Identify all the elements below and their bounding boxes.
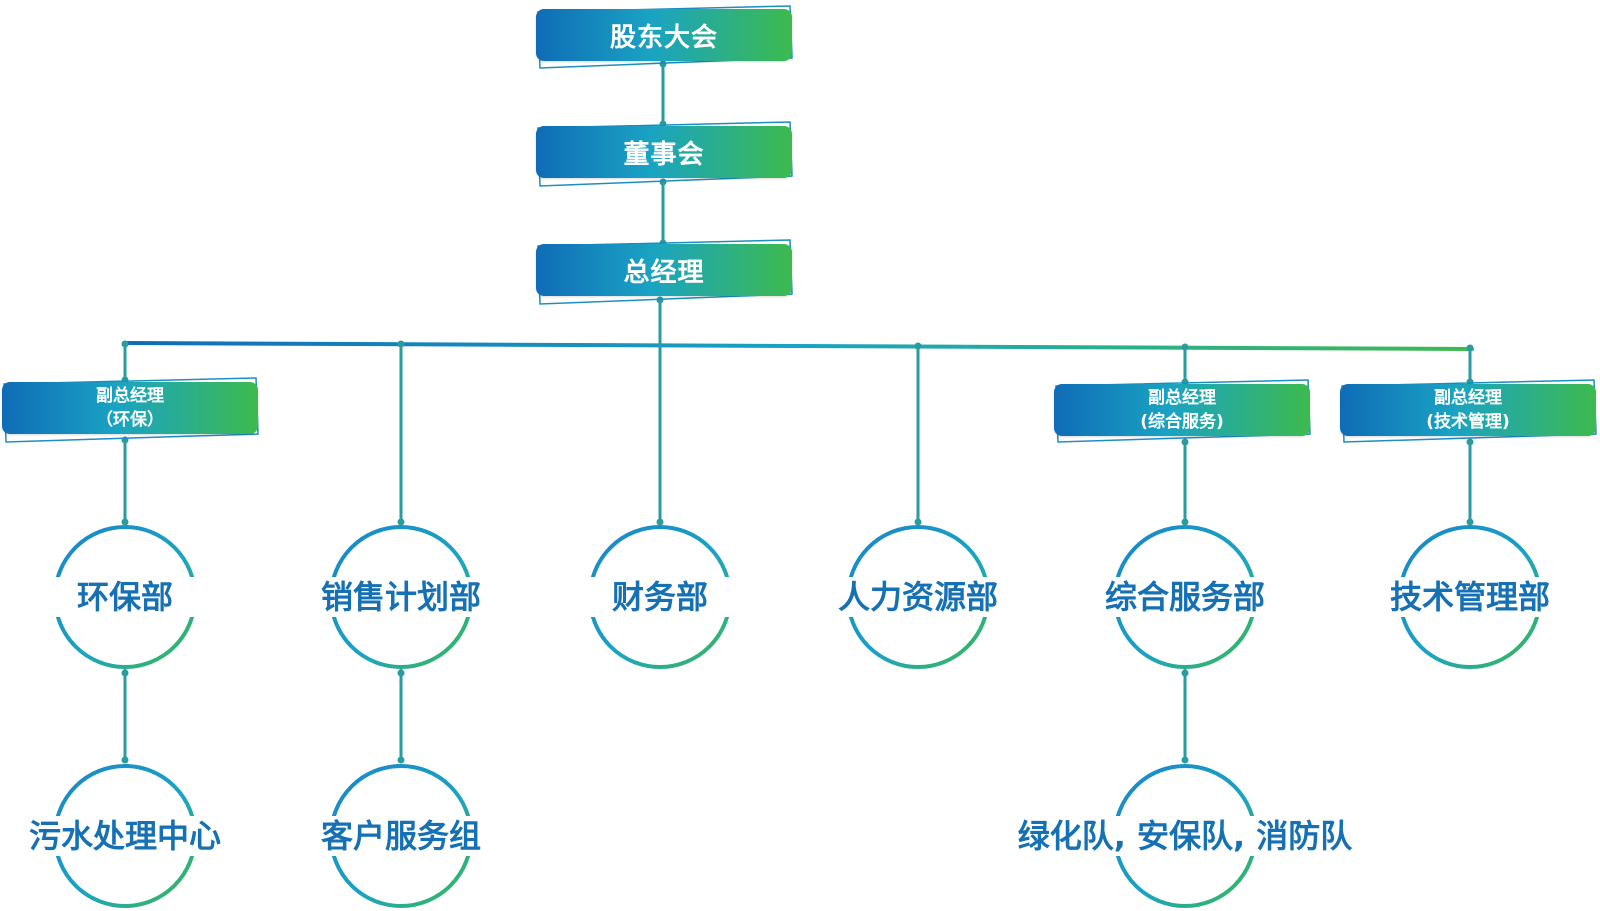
junction-dots — [121, 60, 1474, 764]
unit-customer-service: 客户服务组 — [306, 816, 496, 856]
junction-dot — [659, 60, 667, 68]
junction-dot — [656, 518, 664, 526]
junction-dot — [1181, 518, 1189, 526]
node-label-line2: (技术管理) — [1426, 412, 1510, 432]
junction-dot — [656, 296, 664, 304]
dept-finance: 财务部 — [585, 577, 735, 617]
dept-hr: 人力资源部 — [823, 577, 1013, 617]
node-shareholders-meeting: 股东大会 — [536, 9, 792, 61]
junction-dot — [1181, 756, 1189, 764]
node-label-line1: 副总经理 — [1434, 388, 1502, 408]
junction-dot — [397, 340, 405, 348]
junction-dot — [121, 518, 129, 526]
node-label-line1: 副总经理 — [1148, 388, 1216, 408]
dept-env: 环保部 — [50, 577, 200, 617]
dept-tech-management: 技术管理部 — [1375, 577, 1565, 617]
node-board-of-directors: 董事会 — [536, 126, 792, 178]
junction-dot — [121, 340, 129, 348]
junction-dot — [121, 756, 129, 764]
junction-dot — [1181, 669, 1189, 677]
junction-dot — [1466, 518, 1474, 526]
junction-dot — [1466, 344, 1474, 352]
junction-dot — [397, 669, 405, 677]
node-label: 股东大会 — [609, 22, 718, 53]
unit-service-teams: 绿化队, 安保队, 消防队 — [1005, 816, 1365, 856]
node-deputy-gm-env: 副总经理 （环保） — [2, 382, 258, 434]
node-label-line1: 副总经理 — [96, 386, 164, 406]
junction-dot — [1181, 438, 1189, 446]
box-outline-decorations — [3, 5, 1597, 443]
node-label: 总经理 — [623, 257, 705, 288]
junction-dot — [397, 756, 405, 764]
node-label: 董事会 — [623, 139, 705, 170]
junction-dot — [914, 342, 922, 350]
horizontal-bus — [122, 341, 1474, 351]
junction-dot — [914, 518, 922, 526]
node-label-line2: (综合服务) — [1140, 412, 1224, 432]
node-deputy-gm-general-services: 副总经理 (综合服务) — [1054, 384, 1310, 436]
junction-dot — [1466, 438, 1474, 446]
junction-dot — [1181, 343, 1189, 351]
junction-dot — [1466, 378, 1474, 386]
unit-sewage-center: 污水处理中心 — [15, 816, 235, 856]
dept-sales-planning: 销售计划部 — [306, 577, 496, 617]
junction-dot — [121, 669, 129, 677]
node-general-manager: 总经理 — [536, 244, 792, 296]
node-deputy-gm-tech: 副总经理 (技术管理) — [1340, 384, 1596, 436]
junction-dot — [659, 178, 667, 186]
junction-dot — [1181, 378, 1189, 386]
dept-general-services: 综合服务部 — [1090, 577, 1280, 617]
node-label-line2: （环保） — [96, 410, 164, 430]
junction-dot — [397, 518, 405, 526]
